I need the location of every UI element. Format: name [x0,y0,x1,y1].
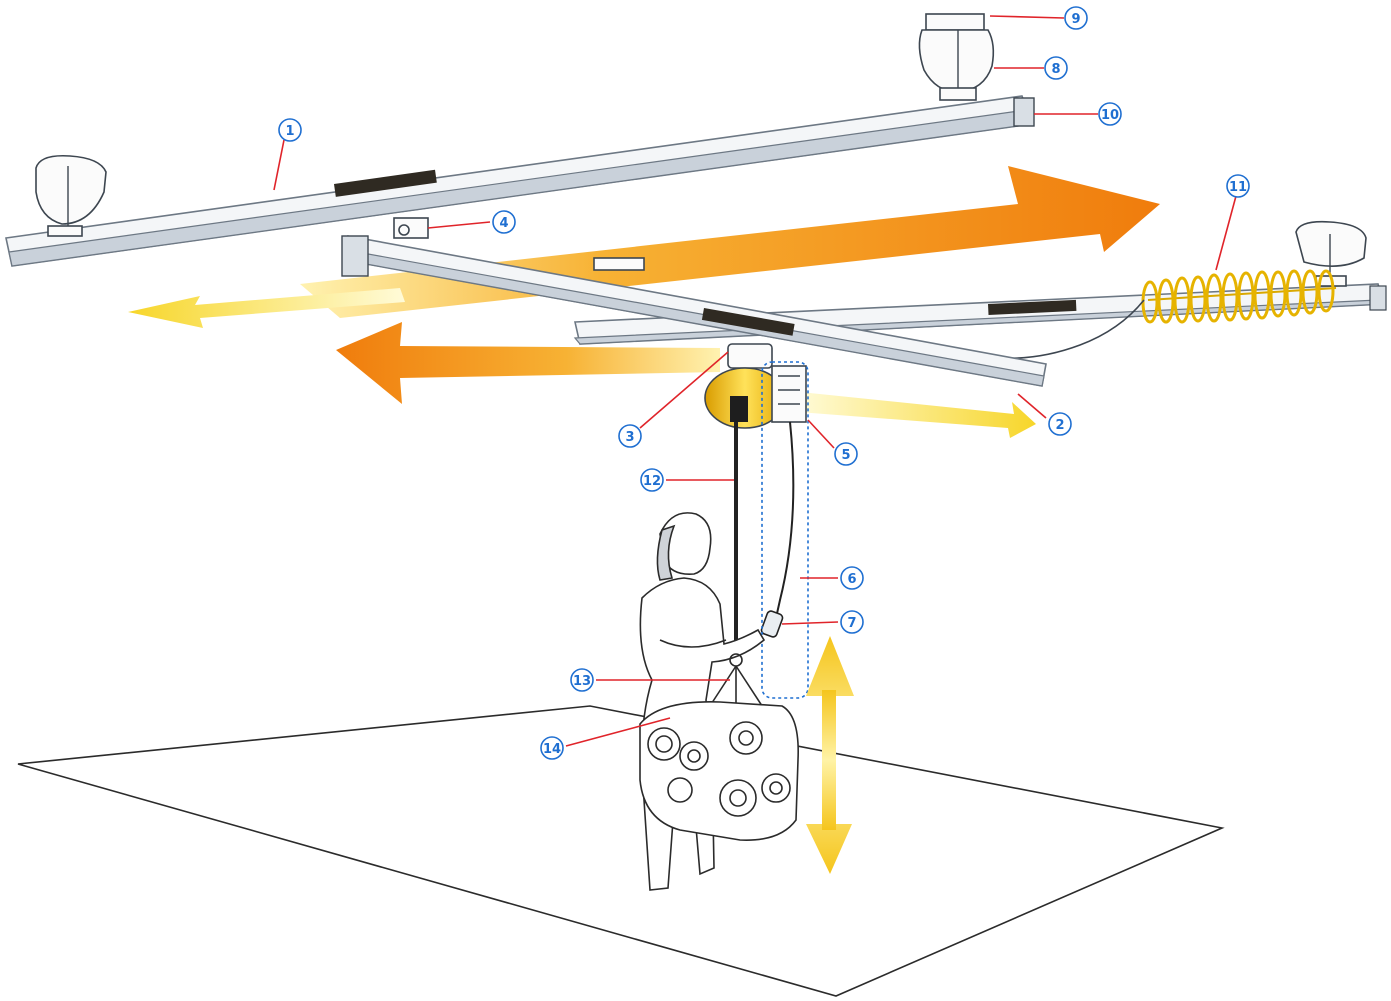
callout-10: 10 [1098,102,1122,126]
leader-lines [273,15,1237,747]
callout-7: 7 [840,610,864,634]
rail-nameplate [988,299,1077,315]
callout-2: 2 [1048,412,1072,436]
callout-9-label: 9 [1071,12,1080,27]
callout-9: 9 [1064,6,1088,30]
direction-arrow-left-orange [336,322,720,404]
floor-area [17,705,1225,997]
callout-14-label: 14 [543,742,561,757]
callout-8: 8 [1044,56,1068,80]
callout-12: 12 [640,468,664,492]
callout-8-label: 8 [1051,62,1060,77]
direction-arrow-left-yellow [128,288,405,328]
runway-trolley [393,217,429,239]
callout-3-label: 3 [625,430,634,445]
callout-3: 3 [618,424,642,448]
callout-5: 5 [834,442,858,466]
direction-arrow-right-yellow [798,392,1036,438]
callout-4-label: 4 [499,216,508,231]
rail-nameplate [701,308,795,336]
pendant-control [760,610,784,638]
callout-10-label: 10 [1101,108,1119,123]
callout-4: 4 [492,210,516,234]
electric-hoist [704,343,807,429]
callout-7-label: 7 [847,616,856,631]
callout-2-label: 2 [1055,418,1064,433]
callout-13: 13 [570,668,594,692]
callout-13-label: 13 [573,674,591,689]
callout-5-label: 5 [841,448,850,463]
bridge-end-truck [341,235,369,277]
callout-11: 11 [1226,174,1250,198]
callout-1-label: 1 [285,124,294,139]
callout-11-label: 11 [1229,180,1247,195]
callout-6-label: 6 [847,572,856,587]
end-cap [1013,97,1035,127]
middle-ceiling-hanger [593,257,645,271]
callout-6: 6 [840,566,864,590]
left-ceiling-hanger [35,154,107,237]
callout-1: 1 [278,118,302,142]
rail-nameplate [334,169,437,197]
engine-load [639,701,799,841]
callout-12-label: 12 [643,474,661,489]
spiral-cable-coil [939,269,1337,360]
pendant-cable [775,421,795,619]
top-right-ceiling-hanger [918,13,995,101]
callout-14: 14 [540,736,564,760]
pendant-zone-outline [761,361,809,699]
